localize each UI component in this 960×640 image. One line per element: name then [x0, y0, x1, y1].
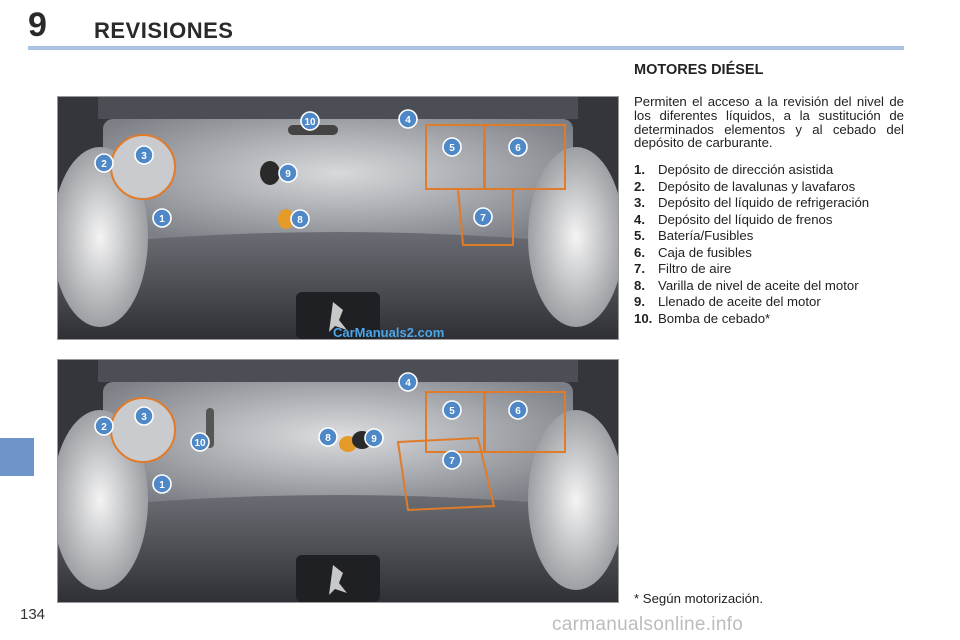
- callout-7: 7: [442, 450, 462, 470]
- legend-item: 6. Caja de fusibles: [634, 245, 924, 262]
- chapter-number: 9: [28, 6, 47, 44]
- header-rule: [28, 46, 904, 50]
- chapter-side-tab: [0, 438, 34, 476]
- legend-item: 1. Depósito de dirección asistida: [634, 162, 924, 179]
- legend-item: 8. Varilla de nivel de aceite del motor: [634, 278, 924, 295]
- oil-cap: [260, 161, 280, 185]
- callout-9: 9: [278, 163, 298, 183]
- svg-text:3: 3: [141, 412, 147, 423]
- svg-text:6: 6: [515, 143, 521, 154]
- right-headlamp: [528, 147, 618, 327]
- legend-item: 10. Bomba de cebado*: [634, 311, 924, 328]
- svg-text:8: 8: [325, 433, 331, 444]
- svg-text:9: 9: [285, 169, 291, 180]
- legend-number: 3.: [634, 195, 645, 210]
- callout-1: 1: [152, 474, 172, 494]
- legend-item: 2. Depósito de lavalunas y lavafaros: [634, 179, 924, 196]
- callout-10: 10: [300, 111, 320, 131]
- legend-number: 5.: [634, 228, 645, 243]
- section-title: MOTORES DIÉSEL: [634, 62, 764, 78]
- bumper: [58, 495, 618, 602]
- legend-number: 10.: [634, 310, 653, 326]
- legend-text: Caja de fusibles: [658, 244, 752, 260]
- fusebox-outline: [484, 124, 566, 190]
- legend-number: 7.: [634, 261, 645, 276]
- legend-text: Varilla de nivel de aceite del motor: [658, 277, 859, 293]
- legend-text: Depósito de dirección asistida: [658, 162, 834, 177]
- svg-text:10: 10: [304, 117, 316, 128]
- footnote: * Según motorización.: [634, 591, 764, 606]
- callout-2: 2: [94, 153, 114, 173]
- callout-5: 5: [442, 400, 462, 420]
- svg-text:4: 4: [405, 115, 411, 126]
- callout-3: 3: [134, 145, 154, 165]
- engine-photo-bottom: 1 2 3 4 5 6 7 8 9 10: [57, 359, 619, 603]
- svg-text:6: 6: [515, 406, 521, 417]
- callout-2: 2: [94, 416, 114, 436]
- legend-item: 4. Depósito del líquido de frenos: [634, 212, 924, 229]
- chapter-title: REVISIONES: [94, 18, 234, 43]
- legend-text: Depósito del líquido de refrigeración: [658, 195, 870, 210]
- legend-number: 1.: [634, 162, 645, 177]
- legend-number: 9.: [634, 294, 645, 309]
- bumper: [58, 232, 618, 339]
- svg-text:5: 5: [449, 143, 455, 154]
- coolant-tank: [110, 134, 176, 200]
- brand-emblem: [329, 302, 347, 332]
- callout-8: 8: [290, 209, 310, 229]
- legend-item: 7. Filtro de aire: [634, 261, 924, 278]
- airfilter-outline: [396, 436, 496, 512]
- fusebox-outline: [484, 391, 566, 453]
- engine-illustration-top: 1 2 3 4 5 6 7 8 9 10: [58, 97, 618, 339]
- callout-6: 6: [508, 400, 528, 420]
- legend-number: 2.: [634, 178, 645, 194]
- engine-illustration-bottom: 1 2 3 4 5 6 7 8 9 10: [58, 360, 618, 602]
- legend-text: Depósito del líquido de frenos: [658, 211, 833, 227]
- svg-text:7: 7: [480, 213, 486, 224]
- legend-number: 6.: [634, 244, 645, 260]
- brand-emblem: [329, 565, 347, 595]
- svg-text:9: 9: [371, 434, 377, 445]
- callout-6: 6: [508, 137, 528, 157]
- section-intro: Permiten el acceso a la revisión del niv…: [634, 94, 904, 151]
- engine-photo-top: 1 2 3 4 5 6 7 8 9 10: [57, 96, 619, 340]
- callout-3: 3: [134, 406, 154, 426]
- legend-text: Batería/Fusibles: [658, 228, 754, 243]
- callout-10: 10: [190, 432, 210, 452]
- image-watermark: CarManuals2.com: [333, 325, 445, 340]
- svg-text:1: 1: [159, 480, 165, 491]
- callout-7: 7: [473, 207, 493, 227]
- svg-text:3: 3: [141, 151, 147, 162]
- svg-text:5: 5: [449, 406, 455, 417]
- legend-text: Bomba de cebado*: [658, 310, 771, 326]
- legend-list: 1. Depósito de dirección asistida 2. Depós…: [634, 162, 924, 327]
- callout-4: 4: [398, 372, 418, 392]
- page-watermark: carmanualsonline.info: [552, 614, 744, 635]
- svg-text:1: 1: [159, 214, 165, 225]
- right-headlamp: [528, 410, 618, 590]
- callout-5: 5: [442, 137, 462, 157]
- legend-item: 3. Depósito del líquido de refrigeración: [634, 195, 924, 212]
- svg-text:4: 4: [405, 378, 411, 389]
- callout-1: 1: [152, 208, 172, 228]
- callout-9: 9: [364, 428, 384, 448]
- svg-text:2: 2: [101, 422, 107, 433]
- svg-text:7: 7: [449, 456, 455, 467]
- svg-text:8: 8: [297, 215, 303, 226]
- legend-item: 9. Llenado de aceite del motor: [634, 294, 924, 311]
- svg-text:10: 10: [194, 438, 206, 449]
- page-number: 134: [20, 606, 46, 623]
- airfilter-outline: [456, 188, 514, 246]
- legend-text: Filtro de aire: [658, 261, 732, 276]
- legend-text: Depósito de lavalunas y lavafaros: [658, 178, 856, 194]
- svg-text:2: 2: [101, 159, 107, 170]
- legend-number: 8.: [634, 277, 645, 293]
- legend-text: Llenado de aceite del motor: [658, 294, 821, 309]
- legend-item: 5. Batería/Fusibles: [634, 228, 924, 245]
- dipstick-handle: [278, 209, 294, 229]
- legend-number: 4.: [634, 211, 645, 227]
- callout-4: 4: [398, 109, 418, 129]
- callout-8: 8: [318, 427, 338, 447]
